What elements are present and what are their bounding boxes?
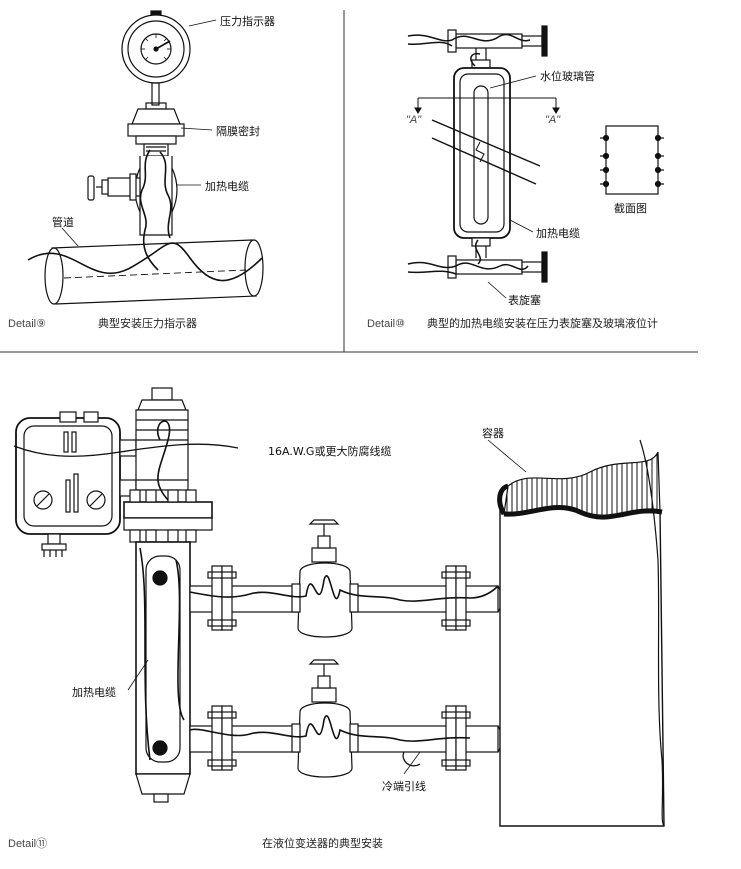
pipe-label: 管道 bbox=[52, 215, 74, 229]
top-flange bbox=[123, 489, 213, 543]
panel-9-pressure-gauge bbox=[27, 10, 264, 305]
detail-11-label: Detail⑪ bbox=[8, 837, 47, 850]
section-view-label: 截面图 bbox=[614, 201, 647, 215]
pipe bbox=[44, 239, 264, 305]
lower-valve bbox=[291, 659, 359, 778]
section-a-right: "A" bbox=[545, 114, 561, 126]
heating-cable bbox=[27, 149, 263, 282]
wire-spec-label: 16A.W.G或更大防腐线缆 bbox=[268, 444, 391, 458]
transmitter-housing bbox=[15, 411, 137, 557]
top-gauge-cock bbox=[447, 25, 548, 69]
caption-11: 在液位变送器的典型安装 bbox=[262, 836, 383, 850]
cross-section-view bbox=[600, 125, 664, 195]
glass-tube-label: 水位玻璃管 bbox=[540, 69, 595, 83]
cable-label-9: 加热电缆 bbox=[205, 180, 249, 193]
detail-10-label: Detail⑩ bbox=[367, 318, 405, 330]
panel-10-gauge-glass bbox=[407, 25, 664, 299]
gauge-cock-label: 表旋塞 bbox=[508, 293, 541, 307]
panel-11-level-transmitter bbox=[13, 387, 665, 827]
heating-cable-10 bbox=[407, 33, 531, 275]
section-a-left: "A" bbox=[406, 114, 422, 126]
seal-label: 隔膜密封 bbox=[216, 124, 260, 138]
cable-label-11: 加热电缆 bbox=[72, 686, 116, 699]
diaphragm-seal bbox=[127, 108, 185, 157]
vessel bbox=[497, 439, 665, 827]
pressure-gauge bbox=[121, 10, 191, 84]
upper-valve bbox=[291, 519, 359, 638]
vessel-label: 容器 bbox=[482, 426, 504, 440]
bottom-gauge-cock bbox=[447, 237, 548, 283]
gauge-label: 压力指示器 bbox=[220, 14, 275, 28]
caption-9: 典型安装压力指示器 bbox=[98, 316, 197, 330]
cable-label-10: 加热电缆 bbox=[536, 227, 580, 240]
panel-dividers bbox=[0, 10, 698, 353]
heating-cable-11 bbox=[139, 420, 499, 761]
detail-9-label: Detail⑨ bbox=[8, 318, 46, 330]
section-marker bbox=[414, 97, 560, 114]
cold-lead-label: 冷端引线 bbox=[382, 779, 426, 793]
hand-valve bbox=[87, 173, 141, 201]
displacer-head bbox=[135, 387, 189, 491]
caption-10: 典型的加热电缆安装在压力表旋塞及玻璃液位计 bbox=[427, 316, 658, 330]
